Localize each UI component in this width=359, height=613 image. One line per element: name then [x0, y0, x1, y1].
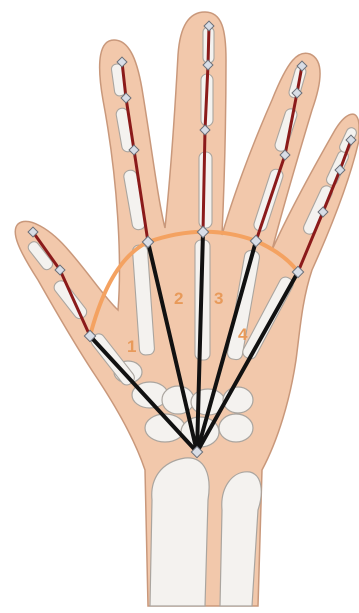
angle-label-4: 4 [238, 325, 248, 344]
carpal-bone [219, 414, 253, 442]
radius-bone [150, 458, 209, 606]
forearm-bones [150, 458, 261, 606]
angle-label-2: 2 [174, 289, 183, 308]
angle-label-3: 3 [214, 289, 223, 308]
angle-label-1: 1 [127, 337, 136, 356]
